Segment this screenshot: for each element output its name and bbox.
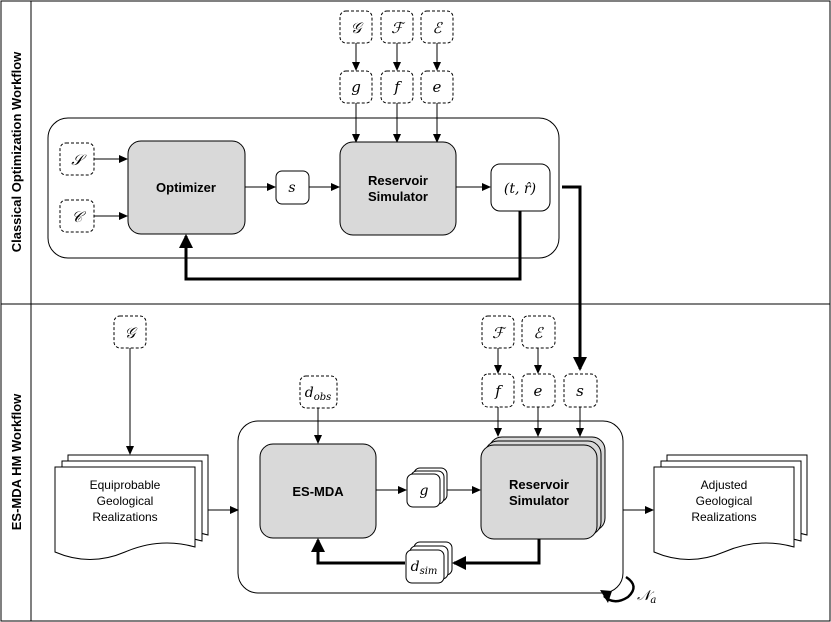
input-C: 𝒞	[59, 199, 95, 233]
input-F-top: ℱ	[380, 10, 414, 44]
svg-text:Optimizer: Optimizer	[156, 180, 216, 195]
arrow-output-to-s-bottom	[562, 185, 587, 371]
input-G-bottom: 𝒢	[113, 315, 147, 349]
svg-text:f: f	[494, 382, 503, 400]
output-box: (t, r̂)	[490, 163, 551, 212]
reservoir-simulator-top: Reservoir Simulator	[339, 141, 457, 236]
g-stack: g	[406, 467, 448, 508]
input-g-top: g	[339, 70, 373, 104]
input-s-bottom: s	[563, 373, 598, 408]
svg-text:𝒩a: 𝒩a	[637, 588, 656, 606]
svg-text:(t, r̂): (t, r̂)	[504, 181, 536, 197]
svg-text:ℰ: ℰ	[432, 19, 443, 37]
svg-text:Simulator: Simulator	[368, 189, 428, 204]
svg-text:Adjusted: Adjusted	[701, 478, 748, 492]
input-E-bottom: ℰ	[521, 315, 556, 349]
svg-text:s: s	[576, 382, 584, 400]
svg-text:f: f	[393, 78, 402, 96]
iteration-loop-icon: 𝒩a	[600, 575, 656, 606]
feedback-arrow-top	[179, 211, 522, 281]
d-obs-box: dobs	[299, 375, 338, 409]
svg-text:e: e	[534, 382, 543, 400]
input-e-bottom: e	[521, 373, 556, 408]
svg-text:𝒢: 𝒢	[125, 324, 138, 342]
input-e-top: e	[420, 70, 454, 104]
esmda-container	[237, 420, 624, 594]
input-S: 𝒮	[59, 142, 95, 176]
input-f-bottom: f	[481, 373, 515, 408]
svg-text:Simulator: Simulator	[509, 493, 569, 508]
svg-text:ES-MDA: ES-MDA	[292, 484, 344, 499]
esmda-box: ES-MDA	[259, 443, 377, 539]
svg-text:Realizations: Realizations	[691, 510, 756, 524]
input-f-top: f	[380, 70, 414, 104]
svg-text:ℱ: ℱ	[391, 19, 406, 37]
svg-text:dobs: dobs	[305, 385, 332, 403]
svg-text:Geological: Geological	[696, 494, 753, 508]
svg-text:Reservoir: Reservoir	[509, 477, 569, 492]
input-E-top: ℰ	[420, 10, 454, 44]
svg-text:e: e	[433, 78, 442, 96]
svg-text:Geological: Geological	[97, 494, 154, 508]
optimizer-box: Optimizer	[127, 140, 246, 235]
svg-text:𝒢: 𝒢	[351, 19, 364, 37]
svg-text:g: g	[420, 483, 429, 499]
optimization-container	[47, 117, 560, 259]
equiprobable-realizations: Equiprobable Geological Realizations	[54, 454, 209, 560]
svg-text:ℱ: ℱ	[492, 324, 507, 342]
svg-text:dsim: dsim	[411, 559, 438, 577]
bottom-panel-label: ES-MDA HM Workflow	[9, 393, 24, 530]
svg-text:Realizations: Realizations	[92, 510, 157, 524]
top-panel-label: Classical Optimization Workflow	[9, 51, 24, 252]
reservoir-simulator-bottom: Reservoir Simulator	[480, 436, 606, 540]
arrow-simulator-to-dsim	[452, 539, 541, 570]
input-G-top: 𝒢	[339, 10, 373, 44]
svg-text:ℰ: ℰ	[533, 324, 544, 342]
input-F-bottom: ℱ	[481, 315, 515, 349]
adjusted-realizations: Adjusted Geological Realizations	[653, 454, 808, 560]
s-box-top: s	[275, 170, 310, 205]
svg-text:Equiprobable: Equiprobable	[90, 478, 161, 492]
arrow-dsim-to-esmda	[311, 538, 405, 565]
d-sim-stack: dsim	[405, 541, 453, 584]
svg-text:Reservoir: Reservoir	[368, 173, 428, 188]
svg-text:g: g	[351, 78, 361, 96]
svg-text:s: s	[288, 180, 295, 196]
